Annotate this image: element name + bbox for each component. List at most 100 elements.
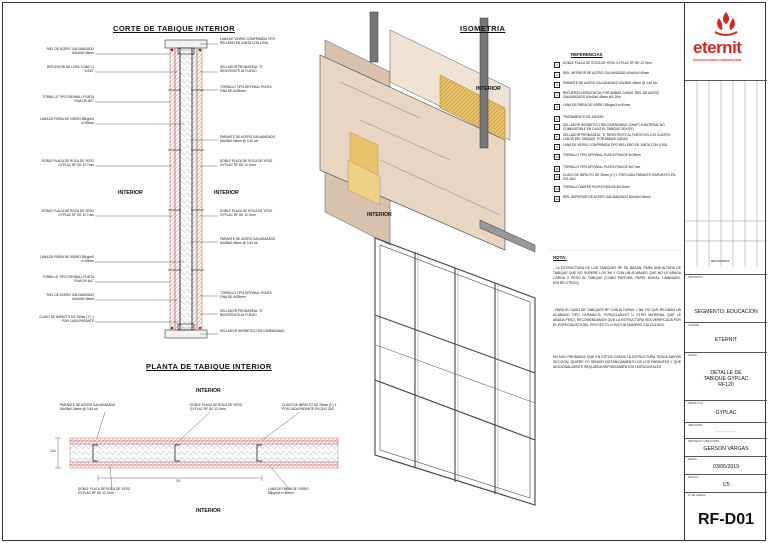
nota-title: NOTA: — [553, 255, 567, 260]
title-block: eternit CONSTRUCCION CORPORACIÓN REVISIO… — [684, 2, 767, 541]
plan-label-tr: CLAVO DE IMPACTO DE 25mm (1'') 1 POR CAD… — [282, 403, 337, 411]
corte-left-label: DOBLE PLACA DE ROCA DE YESO GYPLAC RF DE… — [41, 159, 94, 167]
corte-left-label: TORNILLO TIPO DRYWALL PUNTA FINA DE 6x1'… — [42, 95, 94, 103]
isometria-title: ISOMETRIA — [460, 24, 506, 33]
plan-dim-vertical: 124 — [50, 449, 56, 453]
referencia-item: RIEL INFERIOR DE ACERO GALVANIZADO 60x40… — [563, 71, 650, 75]
corte-right-label: TORNILLO TIPO DRYWALL PUNTA FINA DE 6x25… — [220, 291, 272, 299]
revisiones-label: REVISIONES — [711, 259, 730, 263]
corte-right-label: PARANTE DE ACERO GALVANIZADO 60x38x0.45m… — [220, 135, 276, 143]
corte-right-label: TORNILLO TIPO DRYWALL PUNTA FINA DE 6x25… — [220, 85, 272, 93]
tb-plano: PLANO DETALLE DE TABIQUE GYPLAC RF120 — [685, 352, 767, 400]
referencia-number: 13 — [554, 186, 560, 192]
referencia-number: 1 — [554, 62, 560, 68]
referencia-number: 12 — [554, 174, 560, 180]
referencia-number: 2 — [554, 72, 560, 78]
referencia-item: RIEL SUPERIOR DE ACERO GALVANIZADO 60x40… — [563, 195, 651, 199]
corte-right-label: LANA DE VIDRIO COMPRIMIDA TIPO RELLENO E… — [220, 37, 276, 45]
iso-interior-label-1: INTERIOR — [476, 86, 501, 92]
interior-label-plan-bottom: INTERIOR — [196, 508, 221, 514]
referencia-number: 14 — [554, 196, 560, 202]
tb-lamina-caption: N° DE LAMINA — [688, 494, 706, 497]
eternit-logo-icon — [714, 12, 738, 36]
referencia-number: 8 — [554, 134, 560, 140]
iso-interior-label-2: INTERIOR — [367, 212, 392, 218]
plan-label-br: LANA DE FIBRA DE VIDRIO 55kg/m3 e=50mm — [268, 487, 309, 495]
corte-left-label: TORNILLO TIPO DRYWALL PUNTA FINA DE 6x1'… — [42, 275, 94, 283]
referencia-item: REFUERZO HORIZONTAL POR AMBAS CARAS. RIE… — [563, 91, 660, 99]
referencia-item: LANA DE VIDRIO COMPRIMIDA TIPO RELLENO E… — [563, 143, 668, 147]
planta-title: PLANTA DE TABIQUE INTERIOR — [146, 362, 272, 371]
tb-dibujante-caption: PROYECTO / DIBUJANTE — [688, 440, 720, 443]
brand-name: eternit — [693, 38, 742, 57]
referencias-title: REFERENCIAS — [571, 52, 603, 57]
tb-plano-value: DETALLE DE TABIQUE GYPLAC RF120 — [703, 370, 749, 388]
tb-fecha: FECHA 03/05/2019 — [685, 456, 767, 474]
referencia-item: PARANTE DE ACERO GALVANIZADO 60x38x0.45m… — [563, 81, 658, 85]
tb-escala-value: 1/5 — [722, 482, 730, 488]
brand-subtitle: CONSTRUCCION CORPORACIÓN — [693, 58, 742, 62]
corte-left-label: CLAVO DE IMPACTO DE 25mm (1'') 1 POR CAD… — [39, 315, 94, 323]
referencia-number: 11 — [554, 166, 560, 172]
plan-label-tl: PARANTE DE ACERO GALVANIZADO 60x38x0.45m… — [60, 403, 116, 411]
plan-view — [55, 411, 339, 491]
interior-label-right: INTERIOR — [214, 190, 239, 196]
tb-ubicacion-caption: UBICACION — [688, 424, 703, 427]
corte-left-label: RIEL DE ACERO GALVANIZADO 60x40x0.45mm — [46, 47, 94, 55]
corte-right-label: SELLADOR HERMETICO RECOMENDABLE — [220, 329, 285, 333]
corte-right-label: SELLADOR PROMASEAL "S" RESISTENTE AL FUE… — [220, 65, 263, 73]
corte-right-label: PARANTE DE ACERO GALVANIZADO 60x38x0.45m… — [220, 237, 276, 245]
plan-label-tc: DOBLE PLACA DE ROCA DE YESO GYPLAC RF DE… — [190, 403, 243, 411]
nota-paragraph-1: - LA ESTRUCTURA DE LOS TABIQUES RF SE BA… — [553, 266, 681, 286]
referencia-number: 9 — [554, 144, 560, 150]
corte-left-label: LANA DE FIBRA DE VIDRIO 55kg/m3 e=50mm — [40, 255, 94, 263]
tb-producto: PRODUCTO GYPLAC — [685, 400, 767, 422]
referencia-item: CLAVO DE IMPACTO DE 25mm (1'') 1 POR CAD… — [563, 173, 676, 181]
tb-escala: ESCALA 1/5 — [685, 474, 767, 492]
corte-right-label: SELLADOR PROMASEAL "S" RESISTENTE AL FUE… — [220, 309, 263, 317]
tb-proyecto: PROYECTO SEGMENTO: EDUCACION — [685, 274, 767, 322]
tb-cliente-caption: CLIENTE — [688, 324, 699, 327]
referencia-item: LANA DE FIBRA DE VIDRIO 55kg/m3 e=50mm — [563, 103, 631, 107]
referencia-item: SELLADOR HERMETICO RECOMENDABLE (SHAFT A… — [563, 123, 665, 131]
tb-ubicacion-value: - - - - - - - - - - — [715, 429, 737, 433]
interior-label-plan-top: INTERIOR — [196, 388, 221, 394]
referencia-item: TRATAMIENTO DE JUNTAS — [563, 115, 604, 119]
tb-cliente-value: ETERNIT — [714, 337, 738, 343]
tb-fecha-caption: FECHA — [688, 458, 697, 461]
referencia-item: TORNILLO TIPO DRYWALL PUNTA FINA DE 6x1'… — [563, 165, 641, 169]
tb-proyecto-value: SEGMENTO: EDUCACION — [694, 309, 758, 315]
tb-dibujante: PROYECTO / DIBUJANTE GERSON VARGAS — [685, 438, 767, 456]
revision-grid-lines — [685, 81, 767, 267]
plan-label-bl: DOBLE PLACA DE ROCA DE YESO GYPLAC RF DE… — [78, 487, 131, 495]
referencia-number: 10 — [554, 154, 560, 160]
referencia-number: 4 — [554, 92, 560, 98]
sheet-number: RF-D01 — [697, 511, 754, 528]
referencia-number: 7 — [554, 124, 560, 130]
referencia-item: SELLADOR PROMASEAL "S" RESISTENTE AL FUE… — [563, 133, 671, 141]
tb-fecha-value: 03/05/2019 — [713, 464, 739, 470]
interior-label-left: INTERIOR — [118, 190, 143, 196]
referencia-number: 5 — [554, 104, 560, 110]
corte-left-label: DOBLE PLACA DE ROCA DE YESO GYPLAC RF DE… — [41, 209, 94, 217]
corte-right-label: DOBLE PLACA DE ROCA DE YESO GYPLAC RF DE… — [220, 159, 273, 167]
tb-dibujante-value: GERSON VARGAS — [703, 446, 749, 452]
referencia-item: TORNILLO TIPO DRYWALL PUNTA FINA DE 6x25… — [563, 153, 641, 157]
referencia-item: TORNILLO WAFER PUNTA FINA DE 8x1/2mm — [563, 185, 630, 189]
section-view — [95, 39, 218, 339]
corte-right-label: DOBLE PLACA DE ROCA DE YESO GYPLAC RF DE… — [220, 209, 273, 217]
tb-plano-caption: PLANO — [688, 354, 697, 357]
corte-left-label: DEFLEXION DE LOSA "L/360" O "L/240" — [46, 65, 94, 73]
nota-paragraph-3: EN MUY PROBABLE QUE EN ESTOS CASOS LA ES… — [553, 355, 681, 370]
corte-left-label: RIEL DE ACERO GALVANIZADO 60x40x0.45mm — [46, 293, 94, 301]
corte-left-label: LANA DE FIBRA DE VIDRIO 55kg/m3 e=50mm — [40, 117, 94, 125]
tb-producto-value: GYPLAC — [715, 410, 737, 416]
referencia-number: 3 — [554, 82, 560, 88]
tb-ubicacion: UBICACION - - - - - - - - - - — [685, 422, 767, 438]
referencia-item: DOBLE PLACA DE ROCA DE YESO GYPLAC RF DE… — [563, 61, 652, 65]
nota-paragraph-2: - PARA EL CASO DE TABIQUES RF CON ALTURA… — [553, 308, 681, 328]
plan-dim-horizontal: 10' — [176, 479, 181, 483]
corte-title: CORTE DE TABIQUE INTERIOR — [113, 24, 235, 33]
